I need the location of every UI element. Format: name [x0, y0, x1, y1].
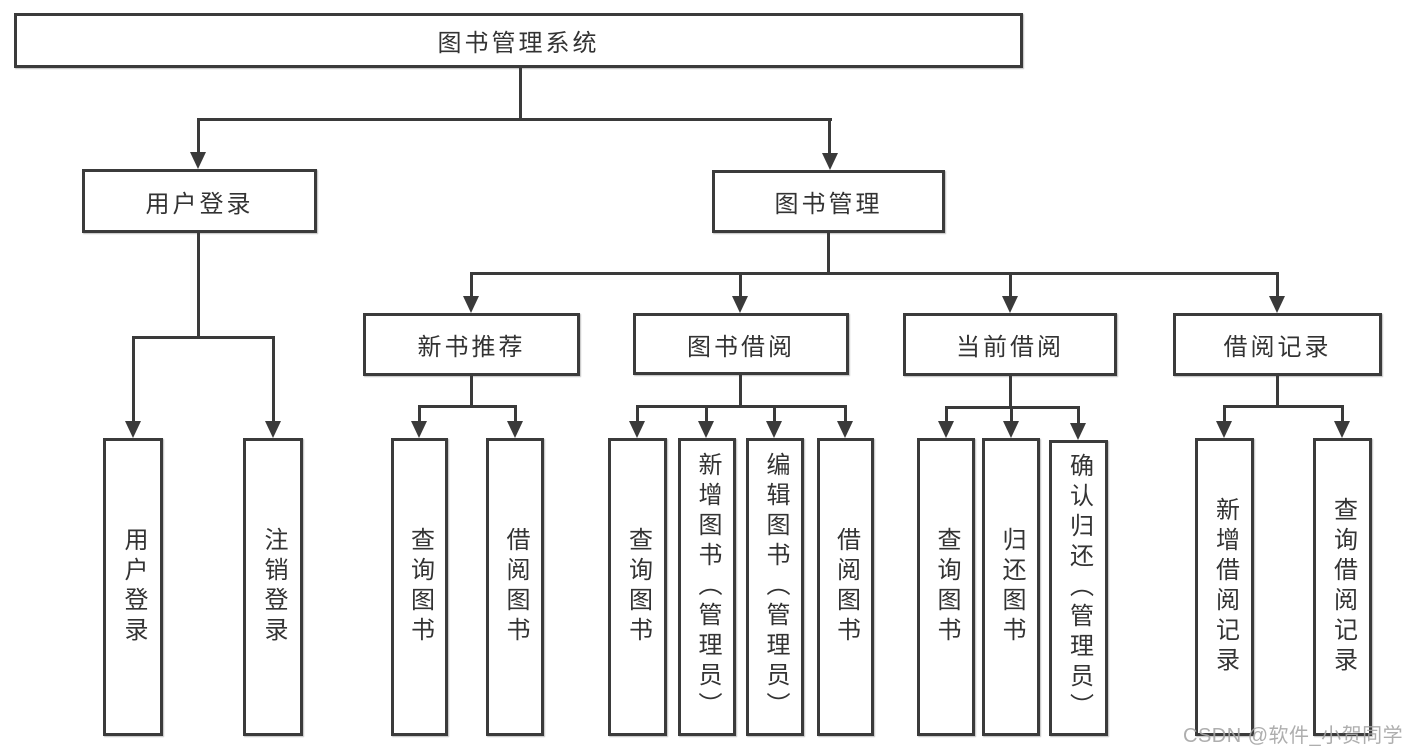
connector	[470, 272, 1279, 275]
connector	[1223, 405, 1344, 408]
connector	[1223, 405, 1226, 421]
node-label: 借阅图书	[832, 527, 860, 647]
node-borrowing-records: 借阅记录	[1173, 313, 1382, 376]
connector	[1276, 376, 1279, 408]
connector	[1009, 376, 1012, 409]
node-label: 借阅记录	[1223, 334, 1332, 361]
arrow-down-icon	[463, 296, 479, 313]
node-current-borrowing: 当前借阅	[903, 313, 1117, 376]
node-library-system: 图书管理系统	[14, 13, 1023, 68]
connector	[636, 405, 847, 408]
node-label: 查询图书	[624, 527, 652, 647]
leaf-return-books: 归还图书	[982, 438, 1040, 736]
arrow-down-icon	[507, 421, 523, 438]
connector	[514, 405, 517, 421]
leaf-borrow-books-borrowing: 借阅图书	[817, 438, 874, 736]
connector	[844, 405, 847, 421]
watermark: CSDN @软件_小贺同学	[1183, 725, 1404, 747]
leaf-query-borrow-record: 查询借阅记录	[1313, 438, 1372, 736]
connector	[945, 406, 948, 421]
node-label: 归还图书	[998, 527, 1025, 647]
arrow-down-icon	[938, 421, 954, 438]
connector	[132, 336, 275, 339]
connector	[470, 272, 473, 296]
arrow-down-icon	[629, 421, 645, 438]
connector	[827, 233, 830, 275]
node-book-borrowing: 图书借阅	[633, 313, 849, 375]
node-label: 新增图书（管理员）	[694, 452, 721, 722]
connector	[197, 118, 200, 152]
node-label: 图书管理系统	[437, 30, 600, 57]
connector	[739, 272, 742, 296]
arrow-down-icon	[1070, 423, 1086, 440]
connector	[197, 118, 832, 121]
leaf-logout: 注销登录	[243, 438, 303, 736]
leaf-edit-books-admin: 编辑图书（管理员）	[746, 438, 804, 736]
leaf-query-books-recommend: 查询图书	[391, 438, 448, 736]
connector	[636, 405, 639, 421]
connector	[1009, 272, 1012, 296]
connector	[773, 405, 776, 421]
node-label: 确认归还（管理员）	[1065, 453, 1093, 723]
arrow-down-icon	[411, 421, 427, 438]
connector	[705, 405, 708, 421]
arrow-down-icon	[1334, 421, 1350, 438]
connector	[1341, 405, 1344, 421]
arrow-down-icon	[1216, 421, 1232, 438]
node-label: 当前借阅	[956, 334, 1064, 361]
leaf-borrow-books-recommend: 借阅图书	[486, 438, 544, 736]
connector	[272, 336, 275, 421]
node-label: 用户登录	[120, 527, 147, 647]
arrow-down-icon	[766, 421, 782, 438]
connector	[418, 405, 517, 408]
node-label: 查询图书	[933, 527, 960, 647]
leaf-add-books-admin: 新增图书（管理员）	[678, 438, 736, 736]
leaf-query-books-current: 查询图书	[917, 438, 975, 736]
connector	[739, 375, 742, 408]
arrow-down-icon	[125, 421, 141, 438]
connector	[828, 118, 831, 153]
node-book-management: 图书管理	[712, 170, 945, 233]
leaf-user-login: 用户登录	[103, 438, 163, 736]
node-label: 图书管理	[774, 191, 883, 218]
connector	[1077, 406, 1080, 423]
node-label: 查询图书	[406, 527, 434, 647]
arrow-down-icon	[1003, 421, 1019, 438]
connector	[132, 336, 135, 421]
arrow-down-icon	[190, 152, 206, 169]
arrow-down-icon	[837, 421, 853, 438]
arrow-down-icon	[1269, 296, 1285, 313]
node-label: 编辑图书（管理员）	[762, 452, 789, 722]
connector	[197, 233, 200, 339]
node-label: 查询借阅记录	[1329, 497, 1357, 677]
node-label: 新书推荐	[417, 334, 526, 361]
arrow-down-icon	[732, 296, 748, 313]
arrow-down-icon	[698, 421, 714, 438]
node-label: 用户登录	[145, 190, 254, 218]
node-label: 图书借阅	[687, 333, 795, 361]
node-label: 注销登录	[260, 527, 287, 647]
leaf-add-borrow-record: 新增借阅记录	[1195, 438, 1254, 736]
node-label: 借阅图书	[502, 527, 529, 647]
connector	[418, 405, 421, 421]
node-label: 新增借阅记录	[1211, 497, 1239, 677]
connector	[1010, 406, 1013, 421]
arrow-down-icon	[1002, 296, 1018, 313]
arrow-down-icon	[265, 421, 281, 438]
arrow-down-icon	[822, 153, 838, 170]
leaf-confirm-return-admin: 确认归还（管理员）	[1049, 440, 1108, 736]
node-new-book-recommend: 新书推荐	[363, 313, 580, 376]
connector	[470, 376, 473, 408]
connector	[1276, 272, 1279, 296]
connector	[519, 68, 522, 121]
node-user-login: 用户登录	[82, 169, 317, 233]
leaf-query-books-borrowing: 查询图书	[608, 438, 667, 736]
